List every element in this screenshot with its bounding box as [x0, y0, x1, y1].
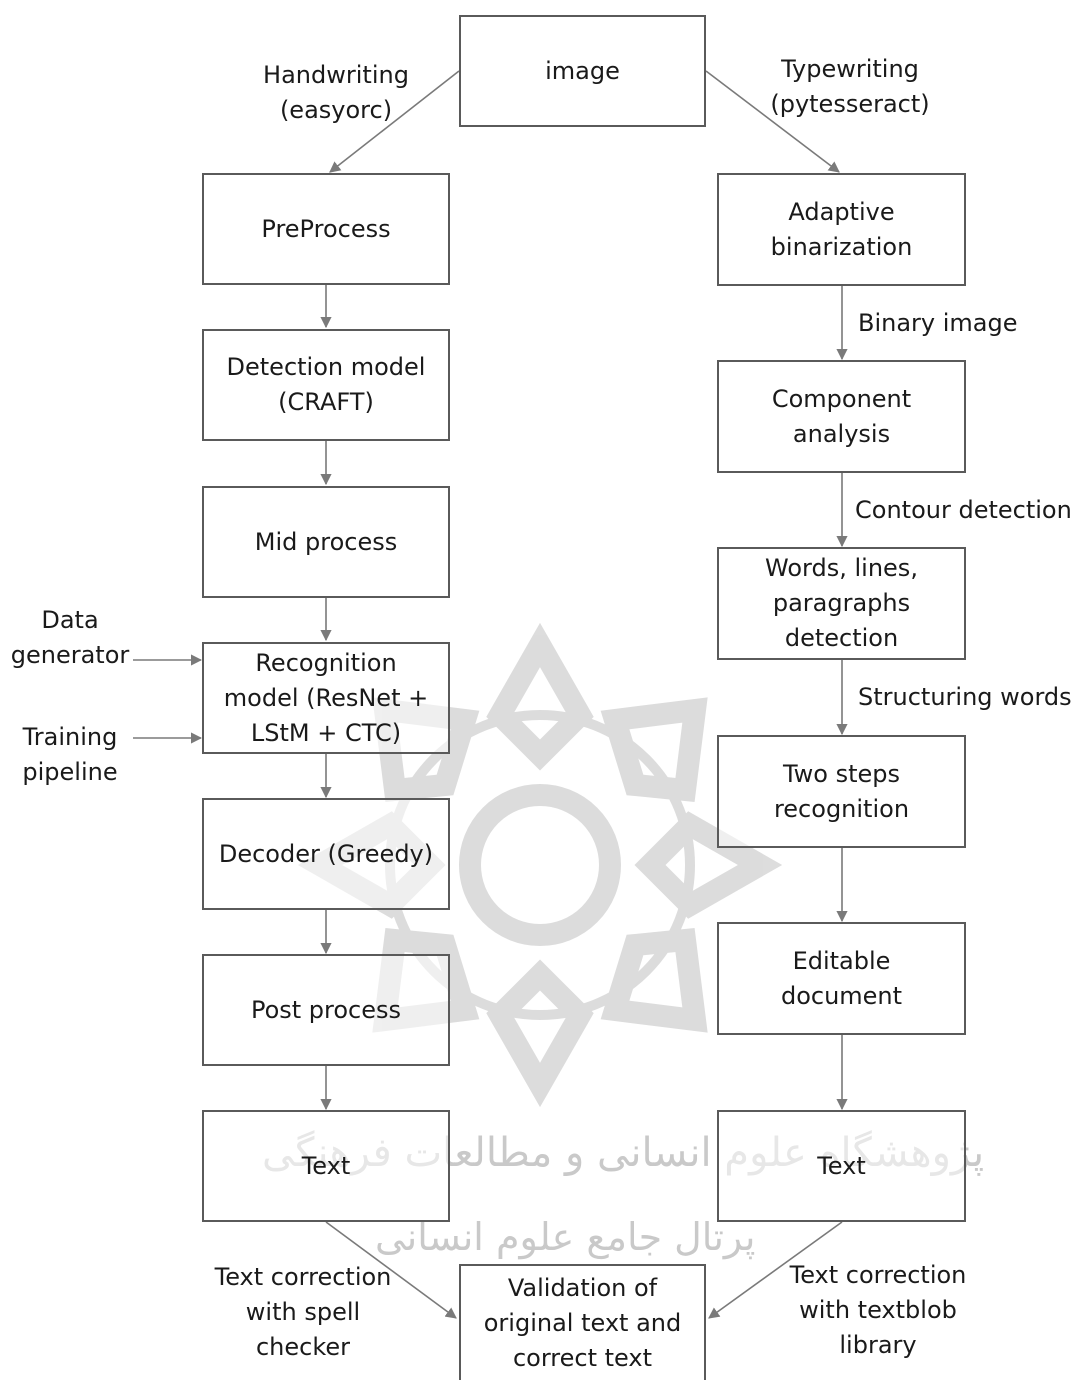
box-post-process-label: Post process [250, 995, 402, 1024]
label-structuring-words: Structuring words [858, 683, 1072, 711]
box-text-right: Text [717, 1110, 966, 1222]
arrow-image-to-adaptive-binarization [705, 70, 840, 173]
box-adaptive-binarization: Adaptive binarization [717, 173, 966, 286]
box-detection-model: Detection model (CRAFT) [202, 329, 450, 441]
label-data-generator: Data generator [10, 606, 130, 669]
box-text-left-label: Text [301, 1151, 351, 1180]
box-text-right-label: Text [817, 1151, 866, 1180]
box-component-analysis-label: Component analysis [771, 384, 912, 448]
box-decoder-label: Decoder (Greedy) [218, 839, 434, 868]
box-post-process: Post process [202, 954, 450, 1066]
box-image-label: image [545, 56, 620, 85]
label-textblob: Text correction with textblob library [789, 1261, 967, 1359]
box-validation: Validation of original text and correct … [459, 1264, 706, 1380]
label-handwriting: Handwriting (easyorc) [263, 61, 409, 124]
box-two-steps-recognition-label: Two steps recognition [773, 759, 910, 823]
label-typewriting: Typewriting (pytesseract) [770, 55, 930, 118]
box-mid-process: Mid process [202, 486, 450, 598]
box-recognition-model-label: Recognition model (ResNet + LStM + CTC) [223, 648, 429, 747]
box-editable-document: Editable document [717, 922, 966, 1035]
box-text-left: Text [202, 1110, 450, 1222]
label-training-pipeline: Training pipeline [22, 723, 118, 786]
label-contour-detection: Contour detection [855, 496, 1072, 524]
box-mid-process-label: Mid process [254, 527, 398, 556]
box-image: image [459, 15, 706, 127]
label-spell-checker: Text correction with spell checker [214, 1263, 392, 1361]
box-editable-document-label: Editable document [780, 946, 903, 1010]
box-preprocess: PreProcess [202, 173, 450, 285]
watermark-text-line2: پرتال جامع علوم انسانی [375, 1215, 756, 1259]
box-recognition-model: Recognition model (ResNet + LStM + CTC) [202, 642, 450, 754]
box-preprocess-label: PreProcess [261, 214, 391, 243]
box-detection-model-label: Detection model (CRAFT) [226, 353, 426, 416]
box-validation-label: Validation of original text and correct … [483, 1274, 682, 1372]
box-component-analysis: Component analysis [717, 360, 966, 473]
box-adaptive-binarization-label: Adaptive binarization [770, 197, 913, 261]
box-words-lines-paragraphs-label: Words, lines, paragraphs detection [765, 554, 918, 652]
arrow-text-right-to-validation [708, 1221, 843, 1319]
arrow-text-left-to-validation [325, 1221, 457, 1319]
label-binary-image: Binary image [858, 309, 1018, 337]
box-two-steps-recognition: Two steps recognition [717, 735, 966, 848]
box-words-lines-paragraphs: Words, lines, paragraphs detection [717, 547, 966, 660]
box-decoder: Decoder (Greedy) [202, 798, 450, 910]
arrow-image-to-preprocess [329, 70, 460, 173]
